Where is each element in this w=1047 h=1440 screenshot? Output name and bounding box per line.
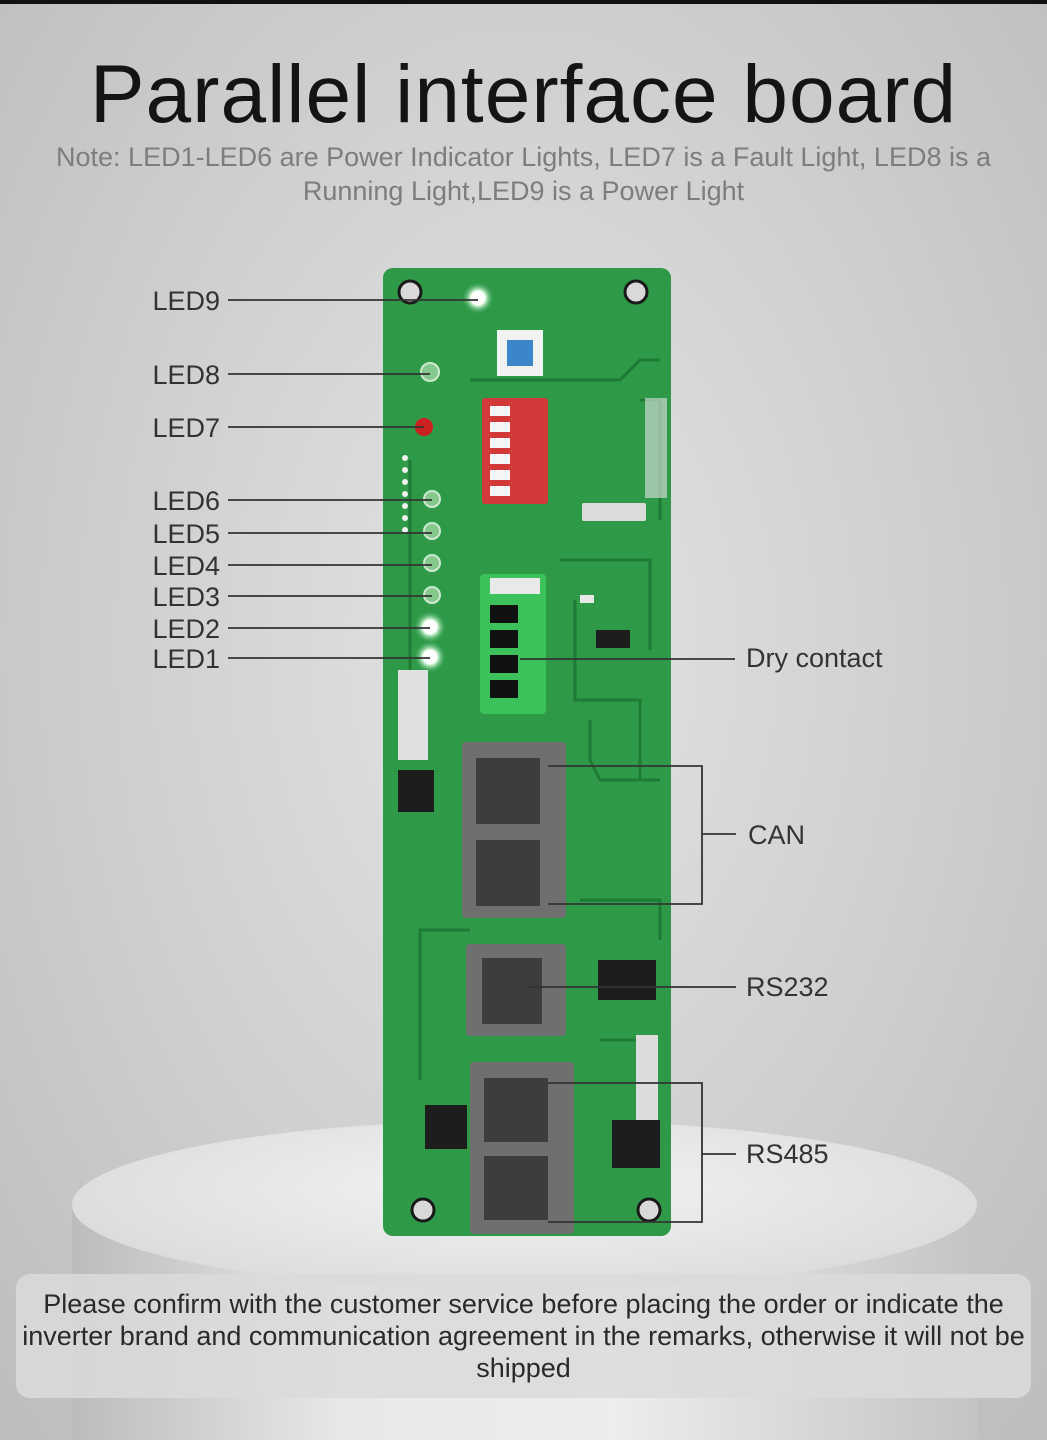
- note-text: Note: LED1-LED6 are Power Indicator Ligh…: [56, 142, 991, 206]
- led3-lamp: [423, 586, 441, 604]
- label-can: CAN: [748, 820, 806, 850]
- label-led9: LED9: [152, 286, 220, 316]
- chip-label-area: [645, 398, 667, 498]
- reset-button-cap: [507, 340, 533, 366]
- label-led6: LED6: [152, 486, 220, 516]
- dip-switch-levers: [490, 406, 510, 496]
- solder-pads: [402, 455, 408, 533]
- led4-lamp: [423, 554, 441, 572]
- label-led4: LED4: [152, 551, 220, 581]
- label-rs232: RS232: [746, 972, 829, 1002]
- led-power-indicators: [414, 490, 446, 673]
- dry-contact-slots: [490, 605, 518, 698]
- label-led3: LED3: [152, 582, 220, 612]
- led2-lamp: [423, 620, 437, 634]
- label-dry-contact: Dry contact: [746, 643, 883, 673]
- rs485-port-top: [484, 1078, 548, 1142]
- footer-notice: Please confirm with the customer service…: [22, 1289, 1025, 1383]
- can-port-top: [476, 758, 540, 824]
- led6-lamp: [423, 490, 441, 508]
- footer-banner: [16, 1274, 1031, 1398]
- dry-contact-header: [490, 578, 540, 594]
- label-led1: LED1: [152, 644, 220, 674]
- label-led5: LED5: [152, 519, 220, 549]
- smd-components: [398, 503, 660, 1168]
- led8-lamp: [420, 362, 440, 382]
- top-edge-bar: [0, 0, 1047, 4]
- led9-lamp: [471, 291, 485, 305]
- label-led7: LED7: [152, 413, 220, 443]
- led1-lamp: [423, 650, 437, 664]
- rs232-port-socket: [482, 958, 542, 1024]
- can-port-bottom: [476, 840, 540, 906]
- label-led2: LED2: [152, 614, 220, 644]
- label-led8: LED8: [152, 360, 220, 390]
- leader-lines: [228, 299, 736, 1223]
- label-rs485: RS485: [746, 1139, 829, 1169]
- mounting-holes: [397, 279, 662, 1223]
- rs485-port-bottom: [484, 1156, 548, 1220]
- led5-lamp: [423, 522, 441, 540]
- page-title: Parallel interface board: [89, 49, 958, 140]
